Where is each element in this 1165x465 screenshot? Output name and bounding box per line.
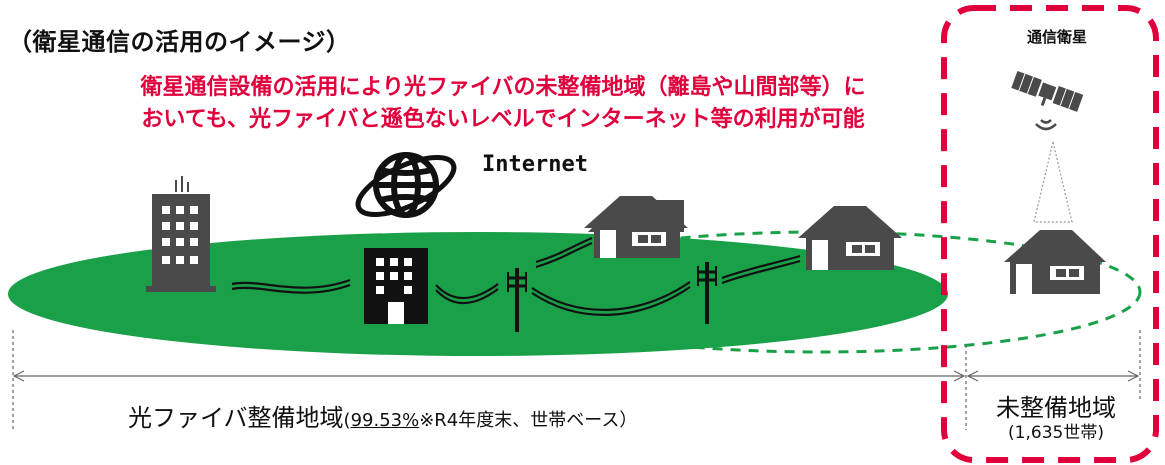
page-title: （衛星通信の活用のイメージ） [8,28,351,56]
subtitle-line-2: おいても、光ファイバと遜色ないレベルでインターネット等の利用が可能 [141,107,865,132]
globe-icon [355,152,457,218]
satellite-icon [1011,70,1084,112]
unserved-area-households: (1,635世帯) [1008,423,1104,443]
subtitle: 衛星通信設備の活用により光ファイバの未整備地域（離島や山間部等）に おいても、光… [68,72,938,136]
signal-waves-icon [1035,119,1057,131]
internet-label: Internet [482,152,588,177]
unserved-area-name: 未整備地域 [996,394,1116,422]
house-icon [584,196,688,258]
utility-pole-icon [697,262,717,324]
served-area-label: 光ファイバ整備地域(99.53%※R4年度末、世帯ベース） [128,398,637,433]
house-icon [798,206,902,270]
unserved-area-label: 未整備地域 (1,635世帯) [970,394,1142,444]
utility-pole-icon [507,268,527,332]
house-icon [1004,230,1106,294]
building-icon [146,176,216,292]
served-area-name: 光ファイバ整備地域 [128,404,344,432]
subtitle-line-1: 衛星通信設備の活用により光ファイバの未整備地域（離島や山間部等）に [140,75,866,100]
satellite-beam [1033,141,1073,223]
dimension-lines [12,330,1141,430]
served-area-note: ※R4年度末、世帯ベース） [419,410,638,431]
served-area-percent: 99.53% [350,410,420,431]
fiber-cables [231,236,801,316]
served-area-ellipse [8,232,948,356]
unserved-area-frame [941,5,1159,463]
satellite-label: 通信衛星 [1026,28,1087,46]
served-area-paren: ( [343,410,351,431]
office-building-icon [364,248,428,324]
